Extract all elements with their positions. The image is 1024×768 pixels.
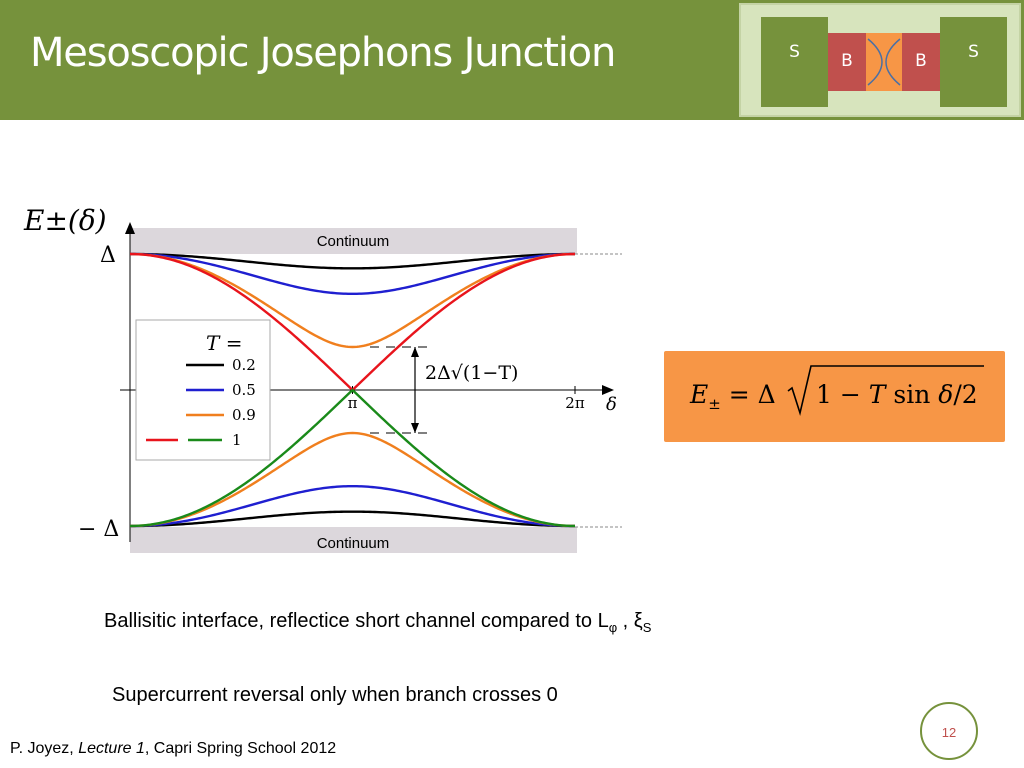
x-axis-arrow: [602, 385, 614, 395]
legend-label-1: 0.5: [232, 381, 256, 399]
formula-sqrt-sign: [787, 365, 984, 416]
header-bar: Mesoscopic Josephons Junction S B B S: [0, 0, 1024, 120]
gap-arrow-head-upper: [411, 346, 419, 357]
series-3-lower-branch: [129, 388, 576, 528]
barrier-right-block: B: [902, 33, 940, 91]
footer-event: , Capri Spring School 2012: [144, 740, 337, 757]
y-axis-arrow: [125, 222, 135, 234]
series-1-upper-branch: [129, 252, 576, 296]
slide-title: Mesoscopic Josephons Junction: [30, 30, 616, 76]
page-number: 12: [941, 725, 957, 740]
caption-sub-s: S: [642, 620, 652, 635]
continuum-label-lower: Continuum: [317, 535, 390, 552]
y-tick-label-delta: Δ: [100, 243, 116, 268]
footer-author: P. Joyez,: [10, 740, 79, 757]
series-0-lower-branch: [130, 510, 575, 528]
formula-lhs: E± = Δ: [689, 380, 776, 413]
series-2-lower-branch: [129, 431, 576, 528]
gap-arrow-head-lower: [411, 423, 419, 434]
series-0-upper-branch: [130, 252, 575, 270]
formula-box: E± = Δ 1 − T sin δ/2: [664, 351, 1005, 442]
gap-annotation-label: 2Δ√(1−T): [425, 362, 518, 384]
footer-citation: P. Joyez, Lecture 1, Capri Spring School…: [10, 740, 336, 758]
caption-text: Ballisitic interface, reflectice short c…: [104, 610, 609, 632]
formula-radicand: 1 − T sin δ/2: [816, 380, 978, 409]
junction-diagram: S B B S: [739, 3, 1021, 117]
continuum-band-upper: [130, 228, 577, 254]
series-1-lower-branch: [129, 484, 576, 528]
caption-ballistic: Ballisitic interface, reflectice short c…: [104, 610, 651, 635]
caption-sub-phi: φ: [608, 620, 618, 635]
barrier-left-block: B: [828, 33, 866, 91]
junction-crossing-icon: [867, 38, 901, 86]
x-axis-label: δ: [606, 394, 617, 415]
y-axis-label: E±(δ): [23, 204, 107, 237]
x-tick-label-2pi: 2π: [565, 394, 585, 412]
formula-svg: E± = Δ 1 − T sin δ/2: [689, 365, 984, 416]
caption-supercurrent: Supercurrent reversal only when branch c…: [112, 684, 558, 706]
legend-label-2: 0.9: [232, 406, 256, 424]
junction-channel-block: [866, 33, 902, 91]
continuum-label-upper: Continuum: [317, 233, 390, 250]
superconductor-right-block: S: [940, 17, 1007, 107]
superconductor-left-block: S: [761, 17, 828, 107]
continuum-band-lower: [130, 527, 577, 553]
legend-label-3: 1: [232, 431, 242, 449]
caption-separator: , ξ: [617, 610, 643, 632]
legend-label-0: 0.2: [232, 356, 256, 374]
page-number-badge: 12: [920, 702, 978, 760]
series-2-upper-branch: [129, 252, 576, 349]
x-tick-label-pi: π: [348, 394, 358, 412]
y-tick-label-minus-delta: − Δ: [78, 517, 119, 542]
footer-lecture: Lecture 1: [78, 740, 145, 757]
legend-title: T =: [206, 331, 242, 355]
